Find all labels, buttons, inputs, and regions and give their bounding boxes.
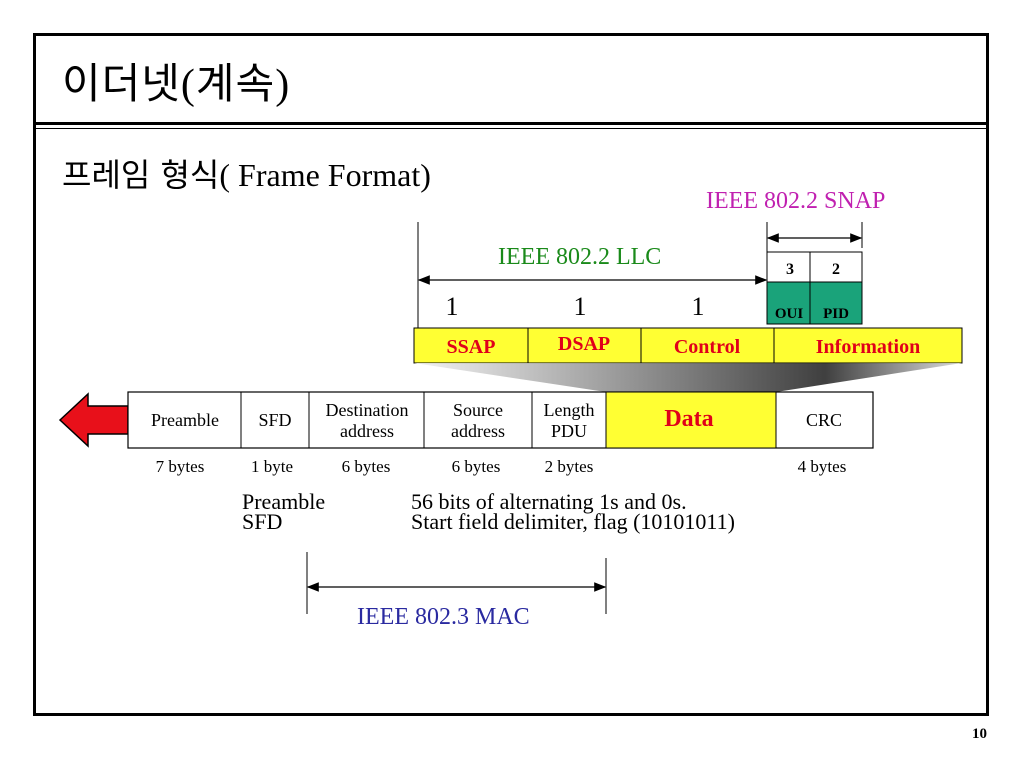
frame-field-source-sub: address (451, 421, 505, 441)
pid-label: PID (823, 306, 849, 322)
expansion-fan (414, 363, 962, 392)
information-label: Information (816, 336, 920, 358)
note-term-sfd: SFD (242, 509, 283, 534)
frame-field-source: Source (453, 400, 503, 420)
llc-label: IEEE 802.2 LLC (498, 244, 662, 270)
dsap-field (527, 327, 642, 364)
slide-frame (33, 33, 989, 716)
frame-field-data (605, 391, 777, 449)
size-destination: 6 bytes (342, 457, 391, 476)
mac-label: IEEE 802.3 MAC (357, 604, 530, 630)
note-term-preamble: Preamble (242, 489, 326, 514)
frame-field-destination-sub: address (340, 421, 394, 441)
slide-title: 이더넷(계속) (62, 59, 291, 108)
frame-field-pdu: PDU (551, 421, 587, 441)
frame-field-data-label: Data (664, 406, 713, 432)
control-label: Control (674, 336, 741, 358)
size-source: 6 bytes (452, 457, 501, 476)
snap-size-pid: 2 (832, 261, 840, 278)
note-terms: Preamble SFD (242, 489, 326, 534)
frame-field-length: Length (544, 400, 595, 420)
snap-size-oui: 3 (786, 261, 794, 278)
frame-field-sfd: SFD (258, 410, 291, 430)
frame-field-crc: CRC (806, 410, 842, 430)
frame-field-destination: Destination (326, 400, 409, 420)
llc-size-control: 1 (692, 292, 705, 321)
size-sfd: 1 byte (251, 457, 293, 476)
ssap-field (413, 327, 529, 364)
dsap-label: DSAP (558, 333, 610, 355)
snap-label: IEEE 802.2 SNAP (706, 188, 886, 214)
snap-size-cell (766, 251, 863, 283)
page-number: 10 (972, 726, 987, 742)
note-descriptions: 56 bits of alternating 1s and 0s. Start … (411, 489, 735, 534)
direction-arrow (58, 392, 129, 448)
information-field (773, 327, 963, 364)
note-desc-preamble: 56 bits of alternating 1s and 0s. (411, 489, 687, 514)
size-crc: 4 bytes (798, 457, 847, 476)
llc-size-dsap: 1 (574, 292, 587, 321)
size-preamble: 7 bytes (156, 457, 205, 476)
title-rule-thick (33, 122, 989, 125)
ssap-label: SSAP (447, 336, 496, 358)
slide-subtitle: 프레임 형식( Frame Format) (62, 156, 431, 194)
llc-size-ssap: 1 (446, 292, 459, 321)
size-length: 2 bytes (545, 457, 594, 476)
pid-field (809, 281, 863, 325)
title-rule-thin (33, 128, 989, 129)
oui-label: OUI (775, 306, 804, 322)
note-desc-sfd: Start field delimiter, flag (10101011) (411, 509, 735, 534)
frame-field-preamble: Preamble (151, 410, 219, 430)
